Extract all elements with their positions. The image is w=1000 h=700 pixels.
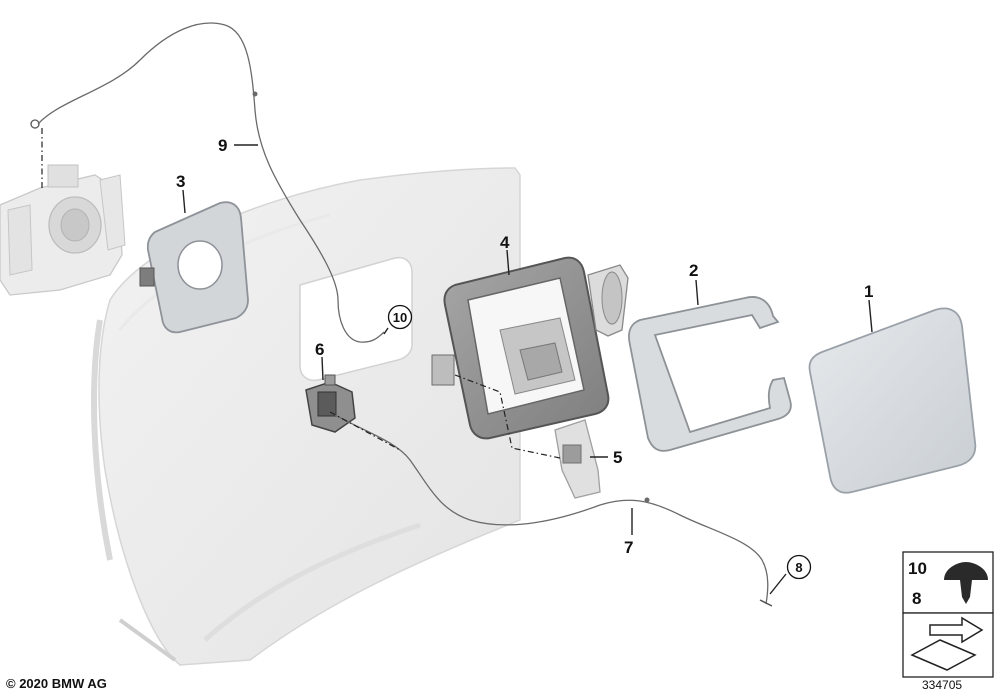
legend-row1-number: 10 — [908, 559, 927, 578]
callout-9: 9 — [218, 136, 227, 155]
callout-7: 7 — [624, 538, 633, 557]
copyright: © 2020 BMW AG — [6, 676, 107, 691]
fuel-filler-housing-left — [0, 164, 126, 296]
leader-8 — [769, 573, 787, 595]
callout-2: 2 — [689, 261, 698, 280]
diagram-number: 334705 — [922, 678, 963, 692]
callout-6: 6 — [315, 340, 324, 359]
part-1-fuel-flap — [808, 307, 977, 494]
mounting-direction-icon — [910, 616, 984, 671]
callout-3: 3 — [176, 172, 185, 191]
fastener-legend: 10 8 — [902, 551, 994, 678]
leader-1 — [868, 299, 873, 333]
leader-4 — [506, 249, 510, 276]
leader-10 — [383, 327, 389, 335]
leader-2 — [695, 279, 699, 306]
callout-8-circled: 8 — [786, 554, 812, 580]
callout-1: 1 — [864, 282, 873, 301]
leader-3 — [182, 189, 186, 214]
release-cable-7 — [329, 411, 769, 605]
leader-6 — [321, 356, 324, 381]
cable-clip — [644, 497, 650, 503]
part-5-bracket — [554, 419, 601, 499]
push-rivet-icon — [944, 562, 988, 604]
callout-10: 10 — [393, 310, 407, 325]
part-2-seal-ring — [627, 296, 792, 452]
callout-5: 5 — [613, 448, 622, 467]
cable-end — [759, 599, 773, 607]
cable-clip — [252, 91, 258, 97]
release-cable-9 — [37, 22, 385, 343]
dashdot-line-center — [454, 374, 561, 459]
legend-row2-number: 8 — [912, 589, 921, 608]
part-3-seal-plate — [139, 201, 249, 334]
cable-loop-end — [30, 119, 40, 129]
callout-10-circled: 10 — [387, 304, 413, 330]
callout-4: 4 — [500, 233, 510, 252]
part-4-filler-frame — [431, 256, 629, 440]
callout-8: 8 — [795, 560, 802, 575]
